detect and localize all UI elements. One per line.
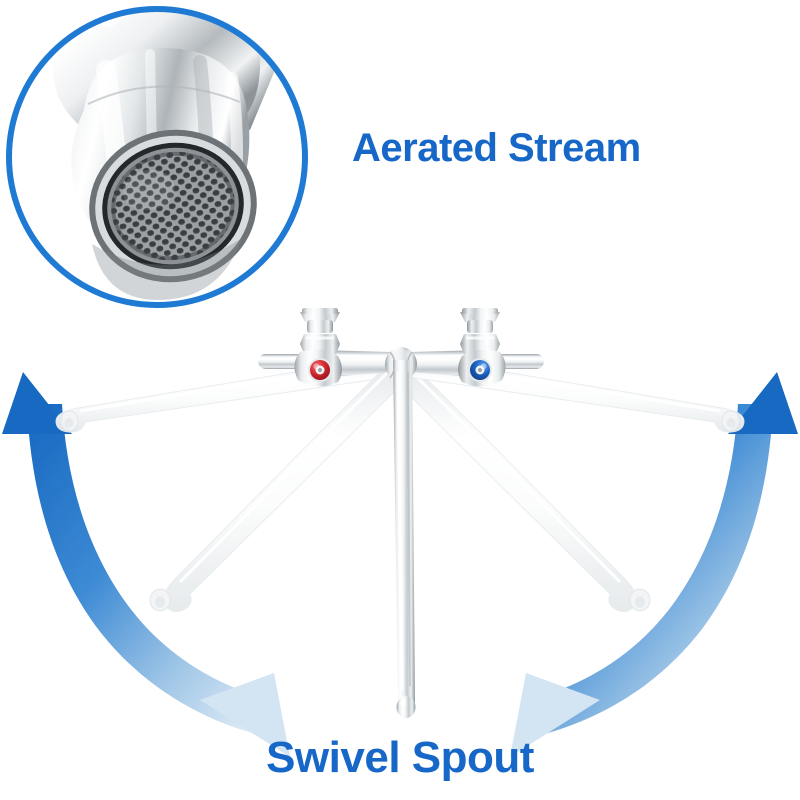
aerator-mesh-screen [102,142,244,270]
spout-tip [396,696,416,718]
callout-swivel-spout: Swivel Spout [266,733,534,782]
swivel-arrow-right [510,372,798,757]
ghost-spout-positions [55,355,745,612]
callout-aerated-stream: Aerated Stream [352,126,641,170]
ghost-spout-right-near [395,361,651,612]
aerator-closeup-inset [6,6,308,308]
faucet-valve-hot [294,308,342,387]
faucet-valve-cold [458,308,506,387]
detail-circle-ring [6,6,308,308]
swivel-arrow-left [2,372,290,757]
main-spout [393,360,416,718]
ghost-spout-left-near [149,361,405,612]
motion-arrow-group [2,372,798,757]
faucet-assembly [258,308,544,718]
